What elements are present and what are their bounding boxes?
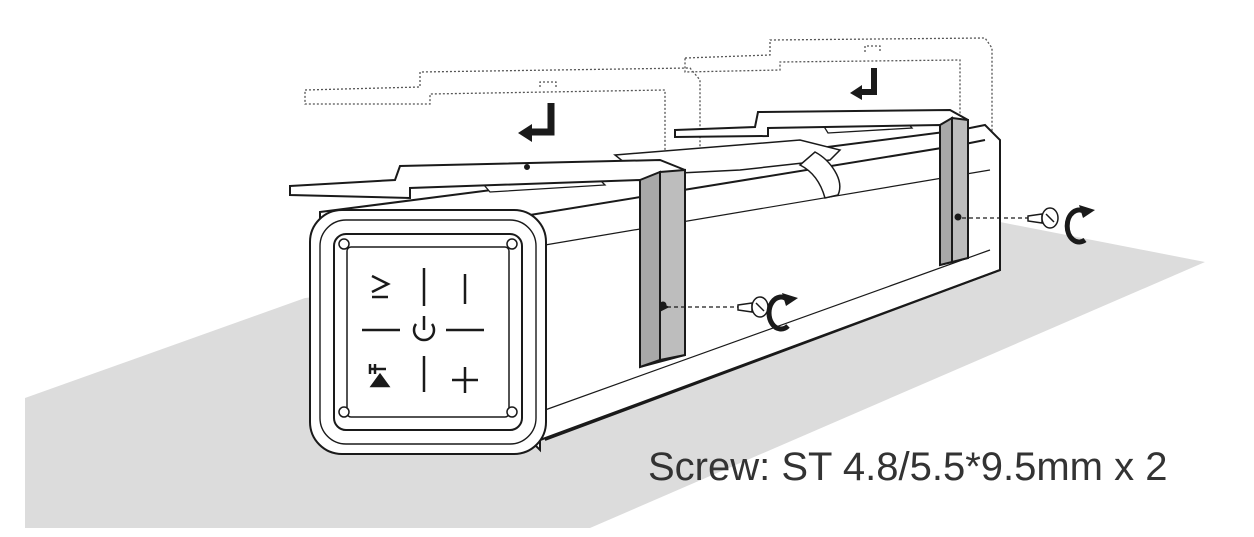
rotate-arrow-right: [1064, 205, 1095, 245]
bracket-left: [289, 158, 686, 369]
speaker-front-face: [309, 209, 547, 455]
screw-left: [737, 296, 769, 318]
play-pause-icon: [368, 364, 391, 388]
screw-right: [1027, 207, 1059, 229]
volume-up-icon: [452, 367, 478, 393]
screw-spec-caption: Screw: ST 4.8/5.5*9.5mm x 2: [648, 445, 1168, 489]
down-arrow-left: [518, 103, 555, 142]
power-icon: [412, 316, 436, 342]
bracket-right: [674, 108, 969, 267]
control-panel: [362, 268, 484, 393]
mode-button-icon: [371, 274, 391, 299]
down-arrow-right: [850, 68, 877, 100]
ghost-bracket-left: [304, 67, 701, 274]
rotate-arrow-left: [766, 293, 798, 332]
